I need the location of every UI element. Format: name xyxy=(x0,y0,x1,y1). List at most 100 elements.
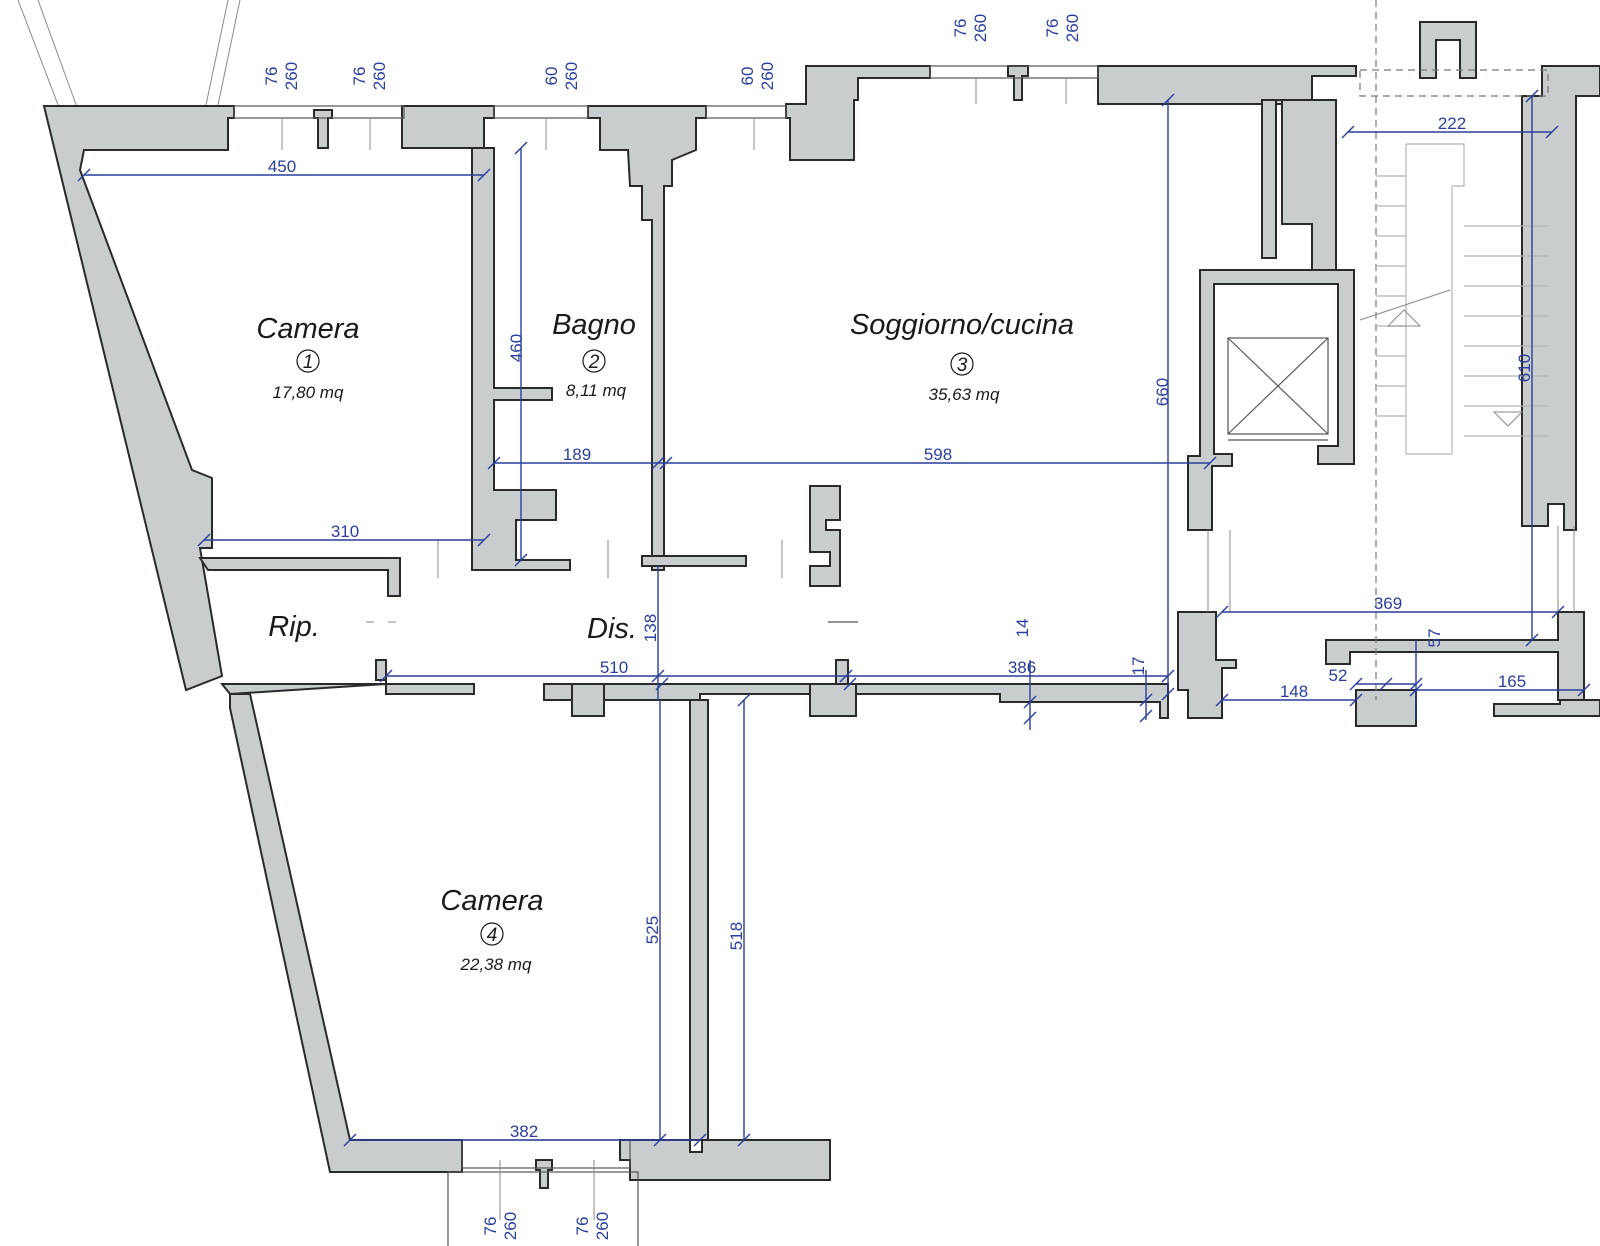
lift-shaft-wall xyxy=(1187,269,1355,531)
walls xyxy=(42,21,1600,1189)
dim-510: 510 xyxy=(600,658,628,677)
landing-wall xyxy=(1325,611,1585,701)
top-wall-stub-2 xyxy=(1007,65,1029,101)
top-wall-pier-1 xyxy=(401,105,495,149)
room-name: Rip. xyxy=(268,611,320,643)
context-lines xyxy=(17,0,241,111)
room-disimpegno: Dis. xyxy=(587,613,637,645)
win-260: 260 xyxy=(758,62,777,90)
room-camera-4: Camera 4 22,38 mq xyxy=(440,885,543,974)
corridor-stub-1 xyxy=(571,683,605,717)
chimney xyxy=(1419,21,1477,79)
dim-525: 525 xyxy=(643,916,662,944)
room-name: Soggiorno/cucina xyxy=(850,309,1074,341)
room-number: 3 xyxy=(957,355,968,376)
top-wall-soggiorno-right xyxy=(1097,65,1357,105)
rip-top-wall xyxy=(198,557,401,597)
corridor-bottom-wall xyxy=(543,683,1169,1141)
dim-598: 598 xyxy=(924,445,952,464)
win-260: 260 xyxy=(593,1212,612,1240)
top-wall-pier-2 xyxy=(587,105,707,571)
camera4-window-pier xyxy=(535,1159,553,1189)
room-name: Dis. xyxy=(587,613,637,645)
win-260: 260 xyxy=(562,62,581,90)
corridor-stub-2 xyxy=(809,683,857,717)
left-exterior-wall-lower xyxy=(229,693,463,1173)
dis-stub-2 xyxy=(809,485,841,587)
dim-57: 57 xyxy=(1425,629,1444,648)
balcony-camera4 xyxy=(447,1171,639,1246)
win-260: 260 xyxy=(501,1212,520,1240)
room-area: 22,38 mq xyxy=(460,955,532,974)
win-76: 76 xyxy=(1043,19,1062,38)
room-name: Camera xyxy=(256,313,359,345)
landing-post xyxy=(1355,689,1417,727)
dim-460: 460 xyxy=(507,334,526,362)
dim-189: 189 xyxy=(563,445,591,464)
window-camera1-a xyxy=(233,105,405,119)
window-soggiorno-a xyxy=(705,105,787,119)
room-name: Camera xyxy=(440,885,543,917)
win-60: 60 xyxy=(738,67,757,86)
room-number: 1 xyxy=(303,352,314,373)
dim-165: 165 xyxy=(1498,672,1526,691)
dim-386: 386 xyxy=(1008,658,1036,677)
dim-369: 369 xyxy=(1374,594,1402,613)
dim-138: 138 xyxy=(641,614,660,642)
room-soggiorno: Soggiorno/cucina 3 35,63 mq xyxy=(850,309,1074,404)
far-right-wall xyxy=(1521,65,1600,531)
dimension-labels: 450 460 310 189 598 660 222 610 369 510 … xyxy=(268,114,1534,1141)
win-260: 260 xyxy=(282,62,301,90)
win-260: 260 xyxy=(370,62,389,90)
dim-382: 382 xyxy=(510,1122,538,1141)
win-260: 260 xyxy=(971,14,990,42)
win-76: 76 xyxy=(573,1217,592,1236)
room-name: Bagno xyxy=(552,309,636,341)
door-markers xyxy=(366,526,1575,623)
room-ripostiglio: Rip. xyxy=(268,611,320,643)
dim-310: 310 xyxy=(331,522,359,541)
room-number: 2 xyxy=(588,352,600,373)
windows xyxy=(233,65,1099,1246)
dim-14: 14 xyxy=(1013,619,1032,638)
win-76: 76 xyxy=(481,1217,500,1236)
dis-stub-1 xyxy=(641,555,747,567)
camera4-bottom-wall-right xyxy=(619,1139,831,1181)
window-labels: 76 260 76 260 60 260 60 260 76 260 76 26… xyxy=(262,14,1082,1240)
room-area: 17,80 mq xyxy=(273,383,344,402)
room-number: 4 xyxy=(487,925,498,946)
room-bagno: Bagno 2 8,11 mq xyxy=(552,309,636,400)
window-bagno xyxy=(493,105,589,119)
dim-610: 610 xyxy=(1515,354,1534,382)
win-76: 76 xyxy=(262,67,281,86)
room-camera-1: Camera 1 17,80 mq xyxy=(256,313,359,402)
lift xyxy=(1227,337,1329,441)
room-area: 8,11 mq xyxy=(566,381,627,400)
dim-17: 17 xyxy=(1129,657,1148,676)
left-exterior-wall-upper xyxy=(42,105,235,692)
right-core-lower-wall xyxy=(1177,611,1237,719)
dimension-lines xyxy=(77,89,1591,1147)
win-76: 76 xyxy=(951,19,970,38)
dim-52: 52 xyxy=(1329,666,1348,685)
win-60: 60 xyxy=(542,67,561,86)
top-wall-soggiorno-left xyxy=(785,65,931,161)
lift-cabin xyxy=(1227,337,1329,435)
dim-660: 660 xyxy=(1153,378,1172,406)
top-wall-stub-1 xyxy=(313,109,333,149)
dim-450: 450 xyxy=(268,157,296,176)
room-area: 35,63 mq xyxy=(929,385,1000,404)
window-soggiorno-b xyxy=(929,65,1099,79)
rip-bottom-wall xyxy=(219,659,475,696)
dim-222: 222 xyxy=(1438,114,1466,133)
win-260: 260 xyxy=(1063,14,1082,42)
service-core-wall xyxy=(1261,99,1337,271)
dim-518: 518 xyxy=(727,922,746,950)
camera4-right-wall xyxy=(689,699,709,1141)
bagno-left-wall xyxy=(471,147,571,571)
dis-lower-door-post xyxy=(835,659,849,687)
win-76: 76 xyxy=(350,67,369,86)
stairwell xyxy=(1359,0,1549,700)
far-right-lower-wall xyxy=(1493,699,1600,717)
